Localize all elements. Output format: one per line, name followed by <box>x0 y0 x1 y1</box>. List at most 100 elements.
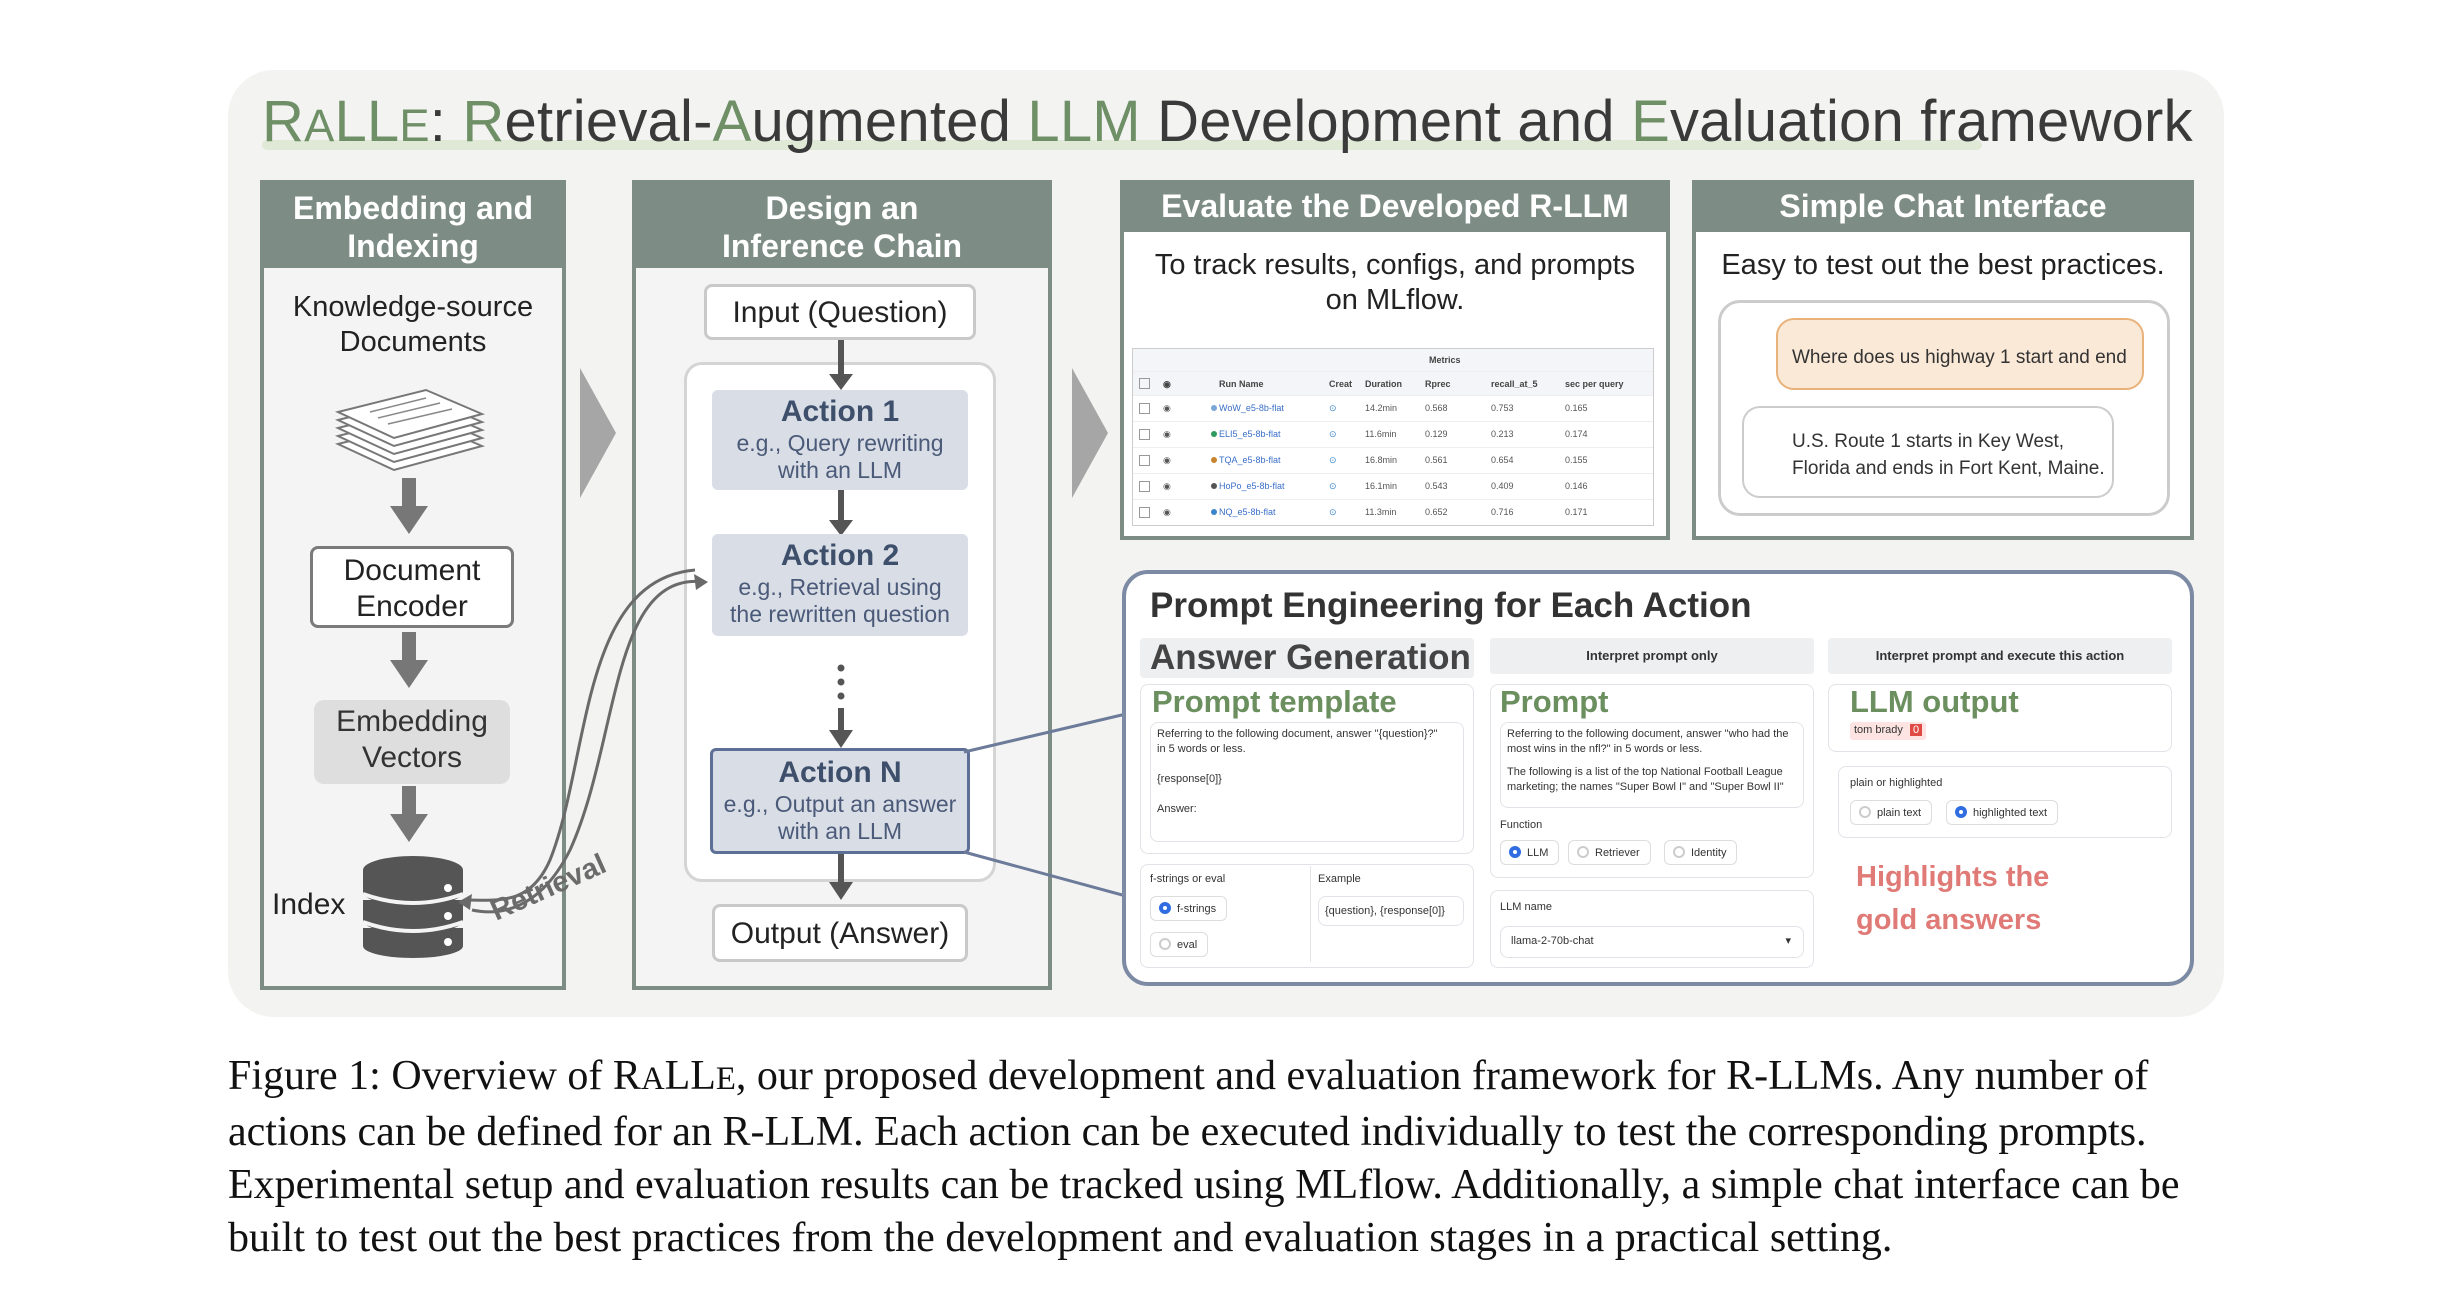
mlflow-row[interactable]: ◉ WoW_e5-8b-flat ⊙ 14.2min 0.568 0.753 0.165 <box>1133 395 1653 420</box>
mlflow-cell: 0.716 <box>1491 507 1514 517</box>
input-question-box: Input (Question) <box>704 284 976 340</box>
function-llm-option[interactable]: LLM <box>1500 840 1560 865</box>
mlflow-row[interactable]: ◉ NQ_e5-8b-flat ⊙ 11.3min 0.652 0.716 0.171 <box>1133 499 1653 524</box>
arrow-down-icon <box>829 340 853 390</box>
row-checkbox[interactable] <box>1139 403 1150 416</box>
llm-output-heading: LLM output <box>1850 684 2019 719</box>
mlflow-header-row: ◉ Run Name Creat Duration Rprec recall_a… <box>1133 371 1653 396</box>
created-icon: ⊙ <box>1329 429 1337 439</box>
run-color-dot <box>1211 509 1217 515</box>
prompt-heading: Prompt <box>1500 684 1609 719</box>
caret-down-icon: ▾ <box>1785 935 1791 947</box>
fstrings-label: f-strings or eval <box>1150 873 1226 885</box>
prompt-template-heading: Prompt template <box>1152 684 1397 719</box>
eye-icon[interactable]: ◉ <box>1163 455 1171 465</box>
function-label: Function <box>1500 819 1543 831</box>
mlflow-cell: 16.1min <box>1365 481 1398 491</box>
eye-icon[interactable]: ◉ <box>1163 481 1171 491</box>
mlflow-cell: 11.3min <box>1365 507 1397 517</box>
row-checkbox[interactable] <box>1139 481 1150 494</box>
radio-selected-icon <box>1509 846 1521 858</box>
llm-name-select[interactable]: llama-2-70b-chat ▾ <box>1500 926 1804 958</box>
radio-selected-icon <box>1159 902 1171 914</box>
row-checkbox[interactable] <box>1139 507 1150 520</box>
figure-caption: Figure 1: Overview of RALLE, our propose… <box>228 1053 2180 1261</box>
plain-or-highlighted-label: plain or highlighted <box>1850 777 1943 789</box>
mlflow-cell[interactable]: ELI5_e5-8b-flat <box>1219 429 1281 439</box>
mlflow-cell[interactable]: TQA_e5-8b-flat <box>1219 455 1281 465</box>
interpret-execute-button[interactable]: Interpret prompt and execute this action <box>1828 638 2172 674</box>
database-icon <box>362 856 464 958</box>
function-identity-option[interactable]: Identity <box>1664 840 1738 865</box>
eye-icon[interactable]: ◉ <box>1163 507 1171 517</box>
run-color-dot <box>1211 457 1217 463</box>
prompt-template-textarea[interactable]: Referring to the following document, ans… <box>1150 722 1464 842</box>
mlflow-cell: 0.652 <box>1425 507 1448 517</box>
radio-selected-icon <box>1955 806 1967 818</box>
mlflow-cell[interactable]: NQ_e5-8b-flat <box>1219 507 1276 517</box>
mlflow-cell: 0.409 <box>1491 481 1514 491</box>
chat-user-message: Where does us highway 1 start and end <box>1776 318 2144 390</box>
retrieval-arrows <box>458 568 708 914</box>
arrow-down-icon <box>829 854 853 900</box>
run-color-dot <box>1211 431 1217 437</box>
mlflow-cell: 16.8min <box>1365 455 1398 465</box>
row-checkbox[interactable] <box>1139 455 1150 468</box>
mlflow-cell: 0.753 <box>1491 403 1514 413</box>
mlflow-cell: 11.6min <box>1365 429 1397 439</box>
function-retriever-option[interactable]: Retriever <box>1568 840 1651 865</box>
chevron-right-icon <box>580 368 616 498</box>
mlflow-cell: 0.561 <box>1425 455 1448 465</box>
mlflow-cell: 0.171 <box>1565 507 1588 517</box>
run-color-dot <box>1211 405 1217 411</box>
mlflow-cell: 0.174 <box>1565 429 1588 439</box>
radio-icon <box>1159 938 1171 950</box>
mlflow-cell: 0.165 <box>1565 403 1588 413</box>
created-icon: ⊙ <box>1329 507 1337 517</box>
evaluate-panel-header: Evaluate the Developed R-LLM <box>1120 180 1670 232</box>
llm-output-card <box>1828 684 2172 752</box>
mlflow-cell: 14.2min <box>1365 403 1398 413</box>
chat-panel-header: Simple Chat Interface <box>1692 180 2194 232</box>
arrow-down-icon <box>390 632 428 688</box>
example-input[interactable]: {question}, {response[0]} <box>1318 896 1464 926</box>
index-label: Index <box>272 888 346 921</box>
mlflow-cell: 0.129 <box>1425 429 1448 439</box>
mlflow-cell[interactable]: HoPo_e5-8b-flat <box>1219 481 1285 491</box>
chevron-right-icon <box>1072 368 1108 498</box>
arrow-down-icon <box>390 786 428 842</box>
answer-highlight-tag: tom brady 0 <box>1850 722 1927 740</box>
llm-name-label: LLM name <box>1500 901 1552 913</box>
output-answer-box: Output (Answer) <box>712 904 968 962</box>
mlflow-row[interactable]: ◉ HoPo_e5-8b-flat ⊙ 16.1min 0.543 0.409 0.146 <box>1133 473 1653 498</box>
mlflow-cell: 0.543 <box>1425 481 1448 491</box>
prompt-engineering-title: Prompt Engineering for Each Action <box>1150 586 1752 625</box>
mlflow-cell: 0.568 <box>1425 403 1448 413</box>
title-underline <box>262 140 1982 150</box>
plain-text-option[interactable]: plain text <box>1850 800 1933 825</box>
mlflow-cell: 0.146 <box>1565 481 1588 491</box>
highlighted-text-option[interactable]: highlighted text <box>1946 800 2058 825</box>
created-icon: ⊙ <box>1329 403 1337 413</box>
fstrings-option[interactable]: f-strings <box>1150 896 1228 921</box>
interpret-prompt-button[interactable]: Interpret prompt only <box>1490 638 1814 674</box>
example-label: Example <box>1318 873 1361 885</box>
mlflow-cell: 0.155 <box>1565 455 1588 465</box>
zoom-connector-lines <box>963 712 1127 898</box>
eye-icon[interactable]: ◉ <box>1163 403 1171 413</box>
mlflow-table: Metrics ◉ Run Name Creat Duration Rprec … <box>1132 348 1654 526</box>
documents-stack-icon <box>335 388 486 472</box>
row-checkbox[interactable] <box>1139 429 1150 442</box>
eye-icon[interactable]: ◉ <box>1163 429 1171 439</box>
mlflow-cell[interactable]: WoW_e5-8b-flat <box>1219 403 1284 413</box>
eval-option[interactable]: eval <box>1150 932 1209 957</box>
radio-icon <box>1859 806 1871 818</box>
figure-title: RALLE: Retrieval-Augmented LLM Developme… <box>262 89 2193 154</box>
created-icon: ⊙ <box>1329 481 1337 491</box>
